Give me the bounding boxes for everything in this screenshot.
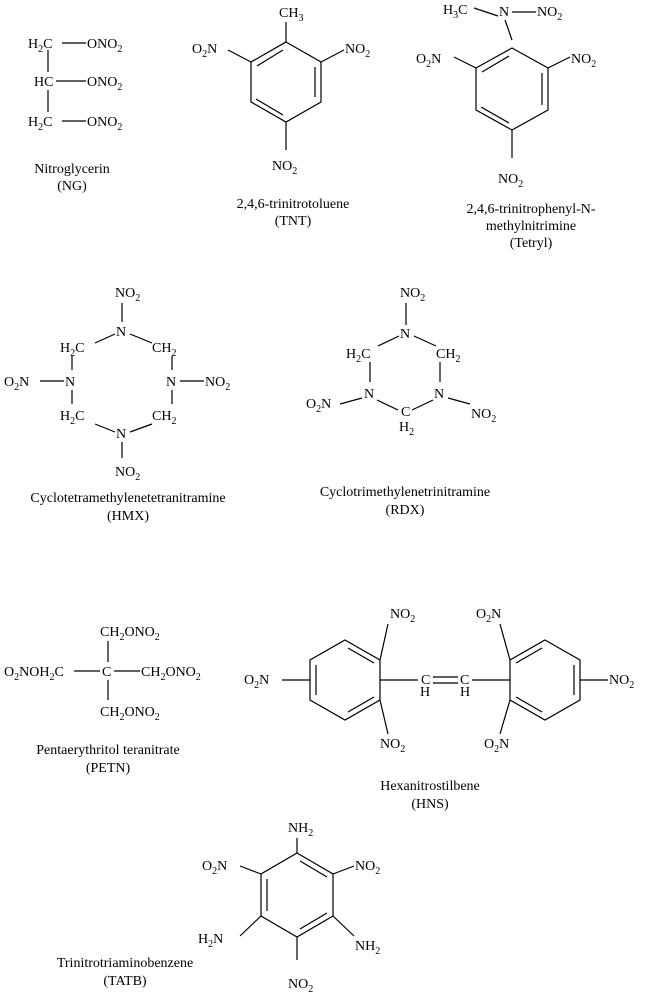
atom-ch2ono2: CH2ONO2	[141, 665, 201, 683]
atom-n: N	[434, 387, 444, 402]
caption-tetryl-abbr: (Tetryl)	[510, 236, 553, 251]
caption-rdx-name: Cyclotrimethylenetrinitramine	[320, 485, 490, 500]
caption-tetryl-name-2: methylnitrimine	[486, 219, 576, 234]
atom-h3c: H3C	[443, 3, 467, 21]
atom-o2n: O2N	[416, 52, 441, 70]
caption-hmx-abbr: (HMX)	[107, 509, 149, 524]
atom-c: C	[421, 673, 430, 688]
caption-petn-name: Pentaerythritol teranitrate	[36, 743, 179, 758]
atom-o2n: O2N	[4, 375, 29, 393]
caption-hns-name: Hexanitrostilbene	[380, 779, 480, 794]
atom-h: H	[420, 685, 430, 700]
caption-rdx-abbr: (RDX)	[386, 503, 425, 518]
atom-no2: NO2	[355, 859, 380, 877]
caption-ng-abbr: (NG)	[57, 179, 87, 194]
atom-n: N	[116, 325, 126, 340]
atom-h2c: H2C	[346, 347, 370, 365]
atom-no2: NO2	[205, 375, 230, 393]
atom-hc: HC	[34, 75, 53, 90]
atom-h2: H2	[399, 420, 414, 438]
caption-tatb-name: Trinitrotriaminobenzene	[57, 956, 193, 971]
atom-ch2: CH2	[152, 341, 176, 359]
caption-tatb-abbr: (TATB)	[103, 974, 147, 989]
atom-n: N	[364, 387, 374, 402]
atom-n: N	[400, 327, 410, 342]
atom-no2: NO2	[380, 737, 405, 755]
structure-tatb: NH2 NO2 O2N NH2 H2N NO2	[198, 821, 380, 995]
atom-n: N	[65, 375, 75, 390]
atom-o2n: O2N	[192, 42, 217, 60]
atom-o2n: O2N	[484, 737, 509, 755]
atom-no2: NO2	[537, 5, 562, 23]
caption-petn-abbr: (PETN)	[86, 761, 131, 776]
structure-ng: H2C HC H2C ONO2 ONO2 ONO2	[28, 37, 122, 133]
atom-h2c: H2C	[60, 409, 84, 427]
atom-n: N	[499, 5, 509, 20]
structure-hns: NO2 NO2 O2N C H C H O2N O2N NO2	[244, 607, 634, 755]
atom-ch2ono2: CH2ONO2	[100, 705, 160, 723]
atom-h2c: H2C	[28, 37, 52, 55]
atom-h2c: H2C	[60, 341, 84, 359]
atom-h2c: H2C	[28, 115, 52, 133]
atom-c: C	[102, 665, 111, 680]
caption-hns-abbr: (HNS)	[411, 797, 449, 812]
caption-tetryl-name-1: 2,4,6-trinitrophenyl-N-	[466, 202, 595, 217]
atom-ch2ono2: CH2ONO2	[100, 625, 160, 643]
caption-hmx-name: Cyclotetramethylenetetranitramine	[30, 491, 225, 506]
atom-ch2: CH2	[152, 409, 176, 427]
atom-c: C	[401, 405, 410, 420]
atom-no2: NO2	[400, 286, 425, 304]
atom-h: H	[460, 685, 470, 700]
atom-no2: NO2	[345, 42, 370, 60]
caption-ng-name: Nitroglycerin	[34, 162, 109, 177]
atom-no2: NO2	[390, 607, 415, 625]
atom-no2: NO2	[288, 977, 313, 995]
atom-ono2: ONO2	[87, 75, 122, 93]
structure-tnt: CH3 NO2 O2N NO2	[192, 6, 370, 177]
atom-ono2: ONO2	[87, 115, 122, 133]
atom-o2n: O2N	[476, 607, 501, 625]
atom-no2: NO2	[571, 52, 596, 70]
atom-no2: NO2	[115, 465, 140, 483]
atom-ch2: CH2	[436, 347, 460, 365]
atom-n: N	[116, 427, 126, 442]
atom-nh2: NH2	[355, 939, 380, 957]
atom-no2: NO2	[498, 172, 523, 190]
caption-tnt-abbr: (TNT)	[275, 214, 312, 229]
atom-no2: NO2	[471, 407, 496, 425]
atom-h2n: H2N	[198, 932, 223, 950]
atom-o2noh2c: O2NOH2C	[4, 665, 64, 683]
atom-o2n: O2N	[202, 859, 227, 877]
atom-no2: NO2	[272, 159, 297, 177]
atom-n: N	[166, 375, 176, 390]
atom-ch3: CH3	[279, 6, 303, 24]
structure-petn: CH2ONO2 O2NOH2C C CH2ONO2 CH2ONO2	[4, 625, 201, 723]
atom-no2: NO2	[609, 673, 634, 691]
atom-o2n: O2N	[244, 673, 269, 691]
structure-hmx: NO2 N H2C CH2 N N O2N NO2 H2C CH2 N NO2	[4, 286, 230, 483]
caption-tnt-name: 2,4,6-trinitrotoluene	[237, 197, 350, 212]
structure-tetryl: H3C N NO2 NO2 O2N NO2	[416, 3, 596, 190]
structure-rdx: NO2 N H2C CH2 N N O2N NO2 C H2	[306, 286, 496, 438]
atom-nh2: NH2	[288, 821, 313, 839]
atom-ono2: ONO2	[87, 37, 122, 55]
atom-c: C	[460, 673, 469, 688]
atom-no2: NO2	[115, 286, 140, 304]
atom-o2n: O2N	[306, 397, 331, 415]
